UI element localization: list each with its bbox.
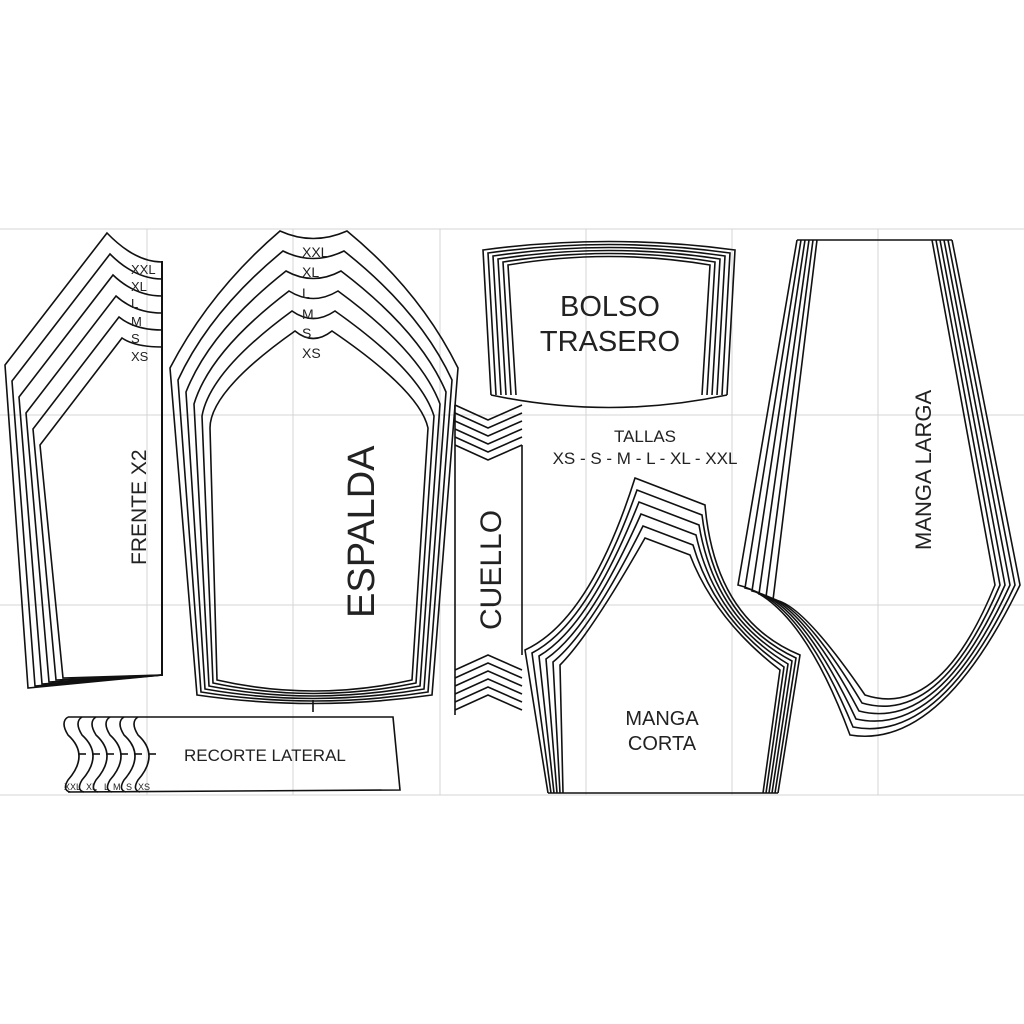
recorte-curve-xxl — [63, 716, 80, 793]
pattern-pieces — [4, 230, 1021, 794]
manga-corta-outline-m — [545, 512, 789, 794]
recorte-size-xl: XL — [86, 782, 97, 792]
manga-larga-outline-xxl — [737, 239, 1021, 737]
frente-size-xxl: XXL — [131, 262, 156, 277]
bolso-bottom-edge — [490, 394, 728, 409]
recorte-size-s: S — [126, 782, 132, 792]
recorte-label: RECORTE LATERAL — [184, 746, 346, 765]
manga-corta-piece — [524, 476, 801, 794]
bolso-label-line1: BOLSO — [560, 291, 660, 323]
bolso-outline-s — [502, 252, 716, 396]
espalda-label: ESPALDA — [341, 445, 383, 618]
frente-outline-xs — [39, 261, 163, 679]
manga-corta-outline-xs — [559, 537, 781, 794]
manga-corta-outline-xxl — [524, 476, 801, 794]
frente-outline-s — [32, 261, 163, 681]
espalda-size-labels: XXL XL L M S XS — [302, 244, 329, 361]
espalda-outline-xl — [177, 250, 453, 702]
manga-larga-outline-s — [765, 239, 1001, 708]
manga-corta-label-line1: MANGA — [625, 708, 699, 730]
frente-piece — [4, 231, 163, 689]
espalda-size-l: L — [302, 285, 310, 301]
frente-size-s: S — [131, 331, 140, 346]
bolso-outline-xl — [487, 243, 731, 396]
recorte-curve-s — [119, 716, 136, 793]
recorte-size-xxl: XXL — [64, 782, 81, 792]
bolso-piece — [482, 240, 736, 409]
cuello-bottom-m — [454, 678, 523, 695]
tallas-list: XS - S - M - L - XL - XXL — [553, 449, 738, 468]
cuello-label: CUELLO — [475, 510, 508, 630]
recorte-size-m: M — [113, 782, 121, 792]
cuello-top-xs — [454, 444, 523, 461]
cuello-top-l — [454, 420, 523, 437]
manga-corta-outline-s — [552, 524, 785, 794]
manga-larga-outline-m — [758, 239, 1006, 715]
bolso-label-line2: TRASERO — [540, 326, 680, 358]
grid-lines — [0, 228, 1024, 796]
manga-corta-outline-xl — [531, 488, 797, 794]
recorte-curve-xs — [133, 716, 150, 793]
espalda-outline-s — [201, 310, 435, 695]
frente-size-labels: XXL XL L M S XS — [131, 262, 156, 364]
espalda-size-s: S — [302, 325, 311, 341]
bolso-outline-xs — [507, 255, 711, 396]
frente-outline-xl — [11, 252, 163, 687]
manga-larga-outline-xl — [744, 239, 1016, 730]
recorte-curve-m — [105, 716, 122, 793]
cuello-top-m — [454, 428, 523, 445]
espalda-size-m: M — [302, 306, 314, 322]
manga-larga-outline-l — [751, 239, 1011, 722]
cuello-top-xxl — [454, 404, 523, 421]
manga-larga-label: MANGA LARGA — [911, 390, 936, 550]
manga-larga-piece — [737, 239, 1021, 737]
frente-label: FRENTE X2 — [128, 449, 151, 565]
frente-outline-m — [25, 261, 163, 683]
cuello-piece — [454, 404, 523, 715]
espalda-piece — [169, 230, 459, 712]
espalda-outline-xs — [209, 329, 429, 692]
recorte-curve-xl — [77, 716, 94, 793]
cuello-bottom-l — [454, 670, 523, 687]
recorte-lateral-piece — [63, 716, 401, 793]
cuello-bottom-xl — [454, 662, 523, 679]
frente-size-l: L — [131, 296, 138, 311]
recorte-curve-l — [91, 716, 108, 793]
cuello-bottom-xxl — [454, 654, 523, 671]
espalda-size-xs: XS — [302, 345, 321, 361]
cuello-top-s — [454, 436, 523, 453]
frente-size-m: M — [131, 314, 142, 329]
frente-size-xs: XS — [131, 349, 149, 364]
frente-outline-l — [18, 261, 163, 685]
cuello-bottom-s — [454, 686, 523, 703]
frente-size-xl: XL — [131, 279, 147, 294]
bolso-outline-l — [492, 246, 726, 396]
manga-corta-outline-l — [538, 500, 793, 794]
cuello-top-xl — [454, 412, 523, 429]
tallas-title: TALLAS — [614, 427, 676, 446]
recorte-size-l: L — [104, 782, 109, 792]
espalda-outline-m — [193, 290, 441, 697]
recorte-outline — [67, 716, 401, 793]
espalda-size-xl: XL — [302, 264, 319, 280]
bolso-outline-xxl — [482, 240, 736, 396]
recorte-size-labels: XXL XL L M S XS — [64, 782, 150, 792]
manga-larga-outline-xs — [772, 239, 996, 700]
recorte-size-xs: XS — [138, 782, 150, 792]
bolso-outline-m — [497, 249, 721, 396]
espalda-outline-xxl — [169, 230, 459, 705]
frente-outline-xxl — [4, 231, 163, 689]
espalda-size-xxl: XXL — [302, 244, 329, 260]
espalda-outline-l — [185, 270, 447, 700]
cuello-bottom-xs — [454, 694, 523, 711]
manga-corta-label-line2: CORTA — [628, 733, 697, 755]
